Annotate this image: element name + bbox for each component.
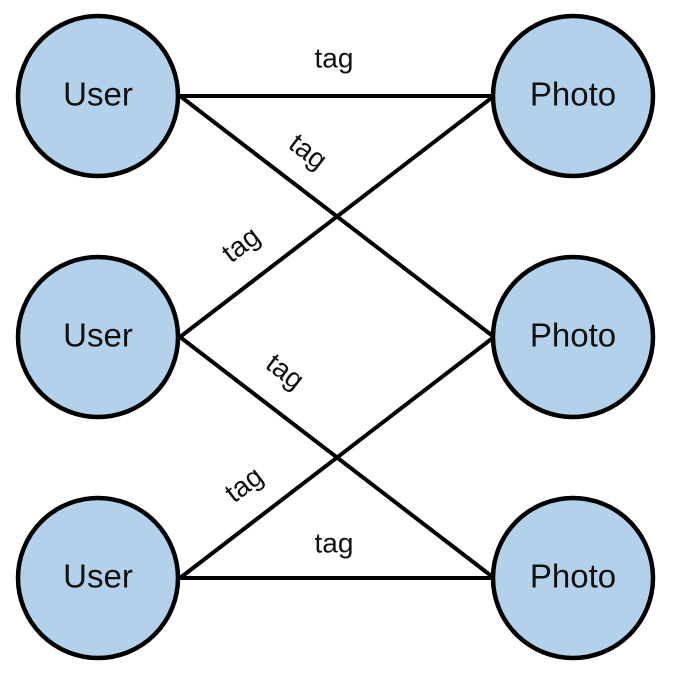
- user-node-label: User: [63, 76, 133, 113]
- edge-label-user2-photo3: tag: [260, 347, 310, 395]
- photo-node-2: Photo: [490, 254, 656, 420]
- edge-label-user1-photo1: tag: [315, 42, 354, 73]
- user-node-label: User: [63, 317, 133, 354]
- photo-node-3: Photo: [490, 495, 656, 661]
- photo-node-circle: [490, 13, 656, 179]
- edge-label-user3-photo2: tag: [219, 460, 269, 508]
- edge-user2-photo1: [178, 94, 496, 339]
- photo-node-circle: [490, 254, 656, 420]
- user-node-circle: [15, 13, 181, 179]
- edge-label-user2-photo1: tag: [216, 220, 266, 268]
- edge-label-user1-photo2: tag: [283, 127, 333, 175]
- user-node-circle: [15, 254, 181, 420]
- photo-node-1: Photo: [490, 13, 656, 179]
- edge-user3-photo2: [178, 335, 496, 580]
- user-node-circle: [15, 495, 181, 661]
- edges: [178, 94, 496, 580]
- edge-labels: tag tag tag tag tag tag: [216, 42, 354, 558]
- photo-node-label: Photo: [530, 317, 616, 354]
- user-node-1: User: [15, 13, 181, 179]
- edge-label-user3-photo3: tag: [315, 527, 354, 558]
- photo-node-label: Photo: [530, 76, 616, 113]
- user-node-2: User: [15, 254, 181, 420]
- user-node-3: User: [15, 495, 181, 661]
- photo-node-label: Photo: [530, 558, 616, 595]
- user-node-label: User: [63, 558, 133, 595]
- photo-node-circle: [490, 495, 656, 661]
